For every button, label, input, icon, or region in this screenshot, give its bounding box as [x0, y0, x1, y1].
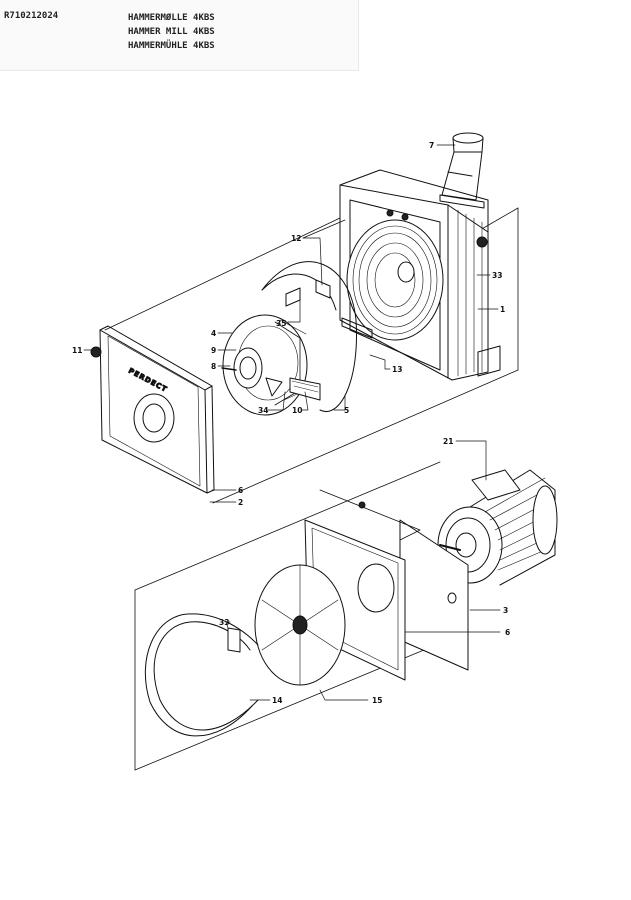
- callout-33-upper: 33: [492, 271, 502, 280]
- title-german: HAMMERMÜHLE 4KBS: [128, 41, 215, 51]
- guide-lines-upper: [104, 207, 519, 504]
- rotor-disc: [254, 564, 346, 686]
- feed-hopper: [439, 132, 485, 209]
- main-housing: [339, 169, 501, 381]
- callout-33-lower: 33: [219, 618, 229, 627]
- callout-12: 12: [291, 234, 301, 243]
- callout-1: 1: [500, 305, 505, 314]
- title-english: HAMMER MILL 4KBS: [128, 27, 215, 37]
- callout-8: 8: [211, 362, 216, 371]
- front-door: PERDECT: [90, 325, 215, 494]
- callout-11: 11: [72, 346, 82, 355]
- callout-34: 34: [258, 406, 268, 415]
- callout-21: 21: [443, 437, 453, 446]
- callout-6-lower: 6: [505, 628, 510, 637]
- drawing-code: R710212024: [4, 11, 59, 21]
- callout-14: 14: [272, 696, 282, 705]
- rotor-assembly: [221, 279, 331, 416]
- header-box: R710212024 HAMMERMØLLE 4KBS HAMMER MILL …: [0, 0, 359, 71]
- belt-band: [144, 613, 259, 737]
- callout-3: 3: [503, 606, 508, 615]
- callout-labels: 7 12 33 1 35 4 9 8 11 34 10 5 13 6 2 21 …: [72, 141, 510, 705]
- callout-9: 9: [211, 346, 216, 355]
- callout-10: 10: [292, 406, 302, 415]
- callout-4: 4: [211, 329, 216, 338]
- callout-7: 7: [429, 141, 434, 150]
- callout-leaders: [83, 144, 501, 701]
- callout-13: 13: [392, 365, 402, 374]
- callout-6-upper: 6: [238, 486, 243, 495]
- callout-5: 5: [344, 406, 349, 415]
- callout-35: 35: [276, 319, 286, 328]
- title-danish: HAMMERMØLLE 4KBS: [128, 13, 215, 23]
- screen-sieve: [261, 261, 358, 412]
- callout-15: 15: [372, 696, 382, 705]
- callout-2: 2: [238, 498, 243, 507]
- title-block: HAMMERMØLLE 4KBS HAMMER MILL 4KBS HAMMER…: [128, 11, 215, 53]
